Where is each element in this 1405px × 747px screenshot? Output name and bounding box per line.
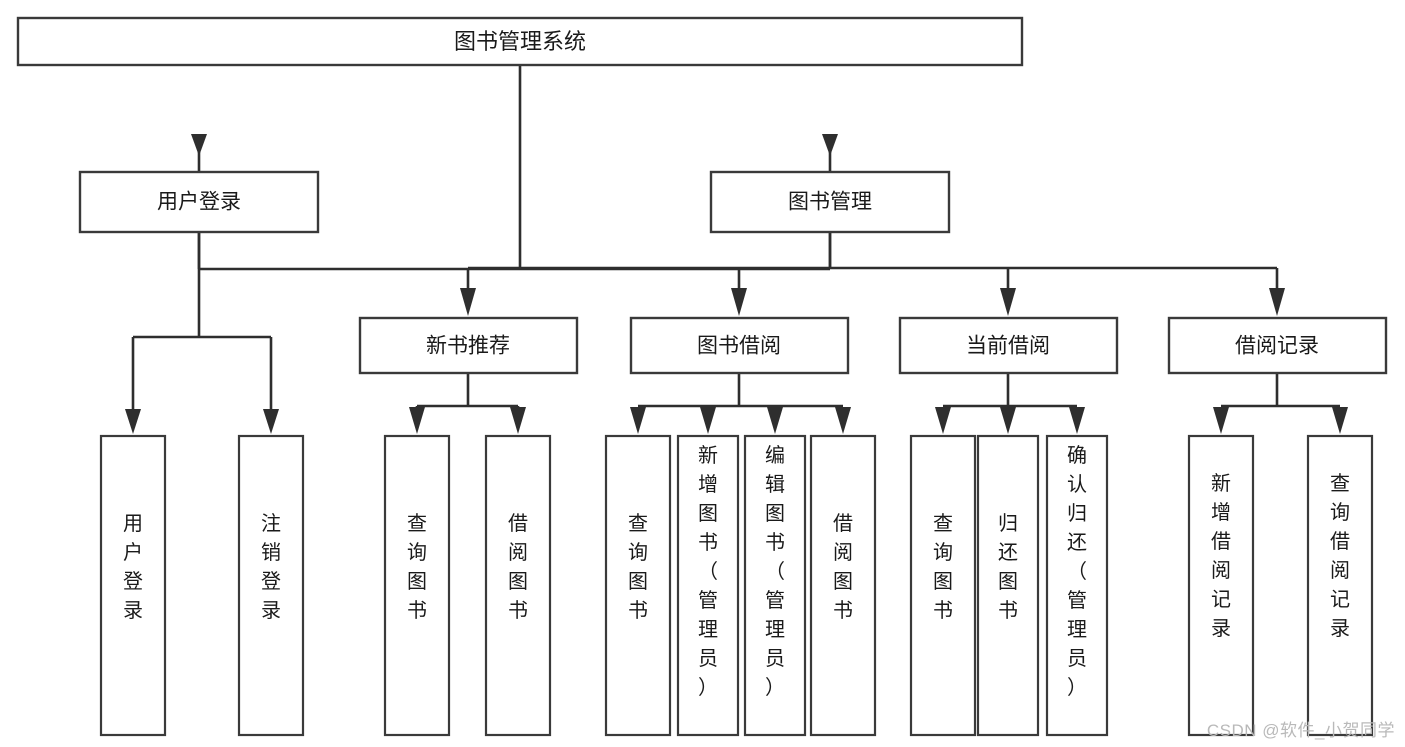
leaf-label: 编辑图书（管理员）	[765, 444, 785, 699]
borrow-record-box[interactable]	[1167, 316, 1388, 375]
arrowhead-book-mgmt	[822, 134, 838, 156]
arrowhead-nb-leaf2	[510, 407, 526, 434]
arrowhead-book-borrow	[731, 288, 747, 316]
leaf-node[interactable]: 查询借阅记录	[1306, 434, 1374, 737]
book-management-box[interactable]	[709, 170, 951, 234]
leaf-node[interactable]: 归还图书	[976, 434, 1040, 737]
arrowhead-borrow-record	[1269, 288, 1285, 316]
leaf-label: 新增图书（管理员）	[698, 444, 718, 699]
leaf-label: 查询借阅记录	[1330, 472, 1350, 640]
book-management-label: 图书管理	[788, 191, 872, 214]
leaf-node[interactable]: 编辑图书（管理员）	[743, 434, 807, 737]
node-root[interactable]: 图书管理系统	[16, 16, 1024, 67]
leaf-label: 查询图书	[628, 512, 648, 622]
leaf-box[interactable]	[976, 434, 1040, 737]
leaf-box[interactable]	[743, 434, 807, 737]
arrowhead-cb-leaf1	[935, 407, 951, 434]
leaf-label: 查询图书	[933, 512, 953, 622]
leaf-box[interactable]	[909, 434, 977, 737]
user-login-label: 用户登录	[157, 191, 241, 214]
leaf-node[interactable]: 用户登录	[99, 434, 167, 737]
leaf-box[interactable]	[484, 434, 552, 737]
leaf-box[interactable]	[99, 434, 167, 737]
arrowhead-br-leaf2	[1332, 407, 1348, 434]
node-book-borrow[interactable]: 图书借阅	[629, 316, 850, 375]
leaf-node[interactable]: 借阅图书	[809, 434, 877, 737]
user-login-box[interactable]	[78, 170, 320, 234]
leaf-node[interactable]: 借阅图书	[484, 434, 552, 737]
node-user-login[interactable]: 用户登录	[78, 170, 320, 234]
arrowhead-br-leaf1	[1213, 407, 1229, 434]
arrowhead-ul-leaf2	[263, 409, 279, 434]
leaf-label: 归还图书	[998, 512, 1018, 622]
leaf-box[interactable]	[676, 434, 740, 737]
arrowhead-ul-leaf1	[125, 409, 141, 434]
csdn-watermark: CSDN @软件_小贺同学	[1206, 721, 1395, 740]
leaf-label: 注销登录	[261, 512, 281, 622]
borrow-record-label: 借阅记录	[1235, 335, 1319, 358]
arrowhead-user-login	[191, 134, 207, 156]
leaf-node[interactable]: 确认归还（管理员）	[1045, 434, 1109, 737]
arrowhead-bb-leaf2	[700, 407, 716, 434]
leaf-node[interactable]: 查询图书	[383, 434, 451, 737]
leaf-box[interactable]	[809, 434, 877, 737]
leaf-node[interactable]: 查询图书	[604, 434, 672, 737]
arrowhead-cb-leaf2	[1000, 407, 1016, 434]
arrowhead-new-book	[460, 288, 476, 316]
leaf-label: 确认归还（管理员）	[1067, 444, 1087, 699]
root-box[interactable]	[16, 16, 1024, 67]
book-borrow-box[interactable]	[629, 316, 850, 375]
node-borrow-record[interactable]: 借阅记录	[1167, 316, 1388, 375]
arrowhead-bb-leaf1	[630, 407, 646, 434]
leaf-box[interactable]	[1187, 434, 1255, 737]
leaf-label: 借阅图书	[833, 512, 853, 622]
leaf-box[interactable]	[237, 434, 305, 737]
leaf-label: 借阅图书	[508, 512, 528, 622]
new-book-recommend-box[interactable]	[358, 316, 579, 375]
edges-layer	[125, 65, 1348, 434]
node-new-book-recommend[interactable]: 新书推荐	[358, 316, 579, 375]
leaf-label: 查询图书	[407, 512, 427, 622]
node-book-management[interactable]: 图书管理	[709, 170, 951, 234]
new-book-recommend-label: 新书推荐	[426, 335, 510, 358]
arrowhead-nb-leaf1	[409, 407, 425, 434]
leaf-box[interactable]	[383, 434, 451, 737]
leaf-node[interactable]: 查询图书	[909, 434, 977, 737]
leaf-box[interactable]	[604, 434, 672, 737]
leaf-box[interactable]	[1045, 434, 1109, 737]
arrowhead-cb-leaf3	[1069, 407, 1085, 434]
arrowhead-bb-leaf4	[835, 407, 851, 434]
arrowhead-current-borrow	[1000, 288, 1016, 316]
node-current-borrow[interactable]: 当前借阅	[898, 316, 1119, 375]
leaf-label: 新增借阅记录	[1211, 472, 1231, 640]
leaf-node[interactable]: 新增借阅记录	[1187, 434, 1255, 737]
leaf-label: 用户登录	[123, 513, 143, 622]
root-label: 图书管理系统	[454, 29, 586, 54]
current-borrow-label: 当前借阅	[966, 335, 1050, 358]
arrowhead-bb-leaf3	[767, 407, 783, 434]
leaf-box[interactable]	[1306, 434, 1374, 737]
leaf-node[interactable]: 新增图书（管理员）	[676, 434, 740, 737]
leaf-node[interactable]: 注销登录	[237, 434, 305, 737]
book-borrow-label: 图书借阅	[697, 335, 781, 358]
current-borrow-box[interactable]	[898, 316, 1119, 375]
